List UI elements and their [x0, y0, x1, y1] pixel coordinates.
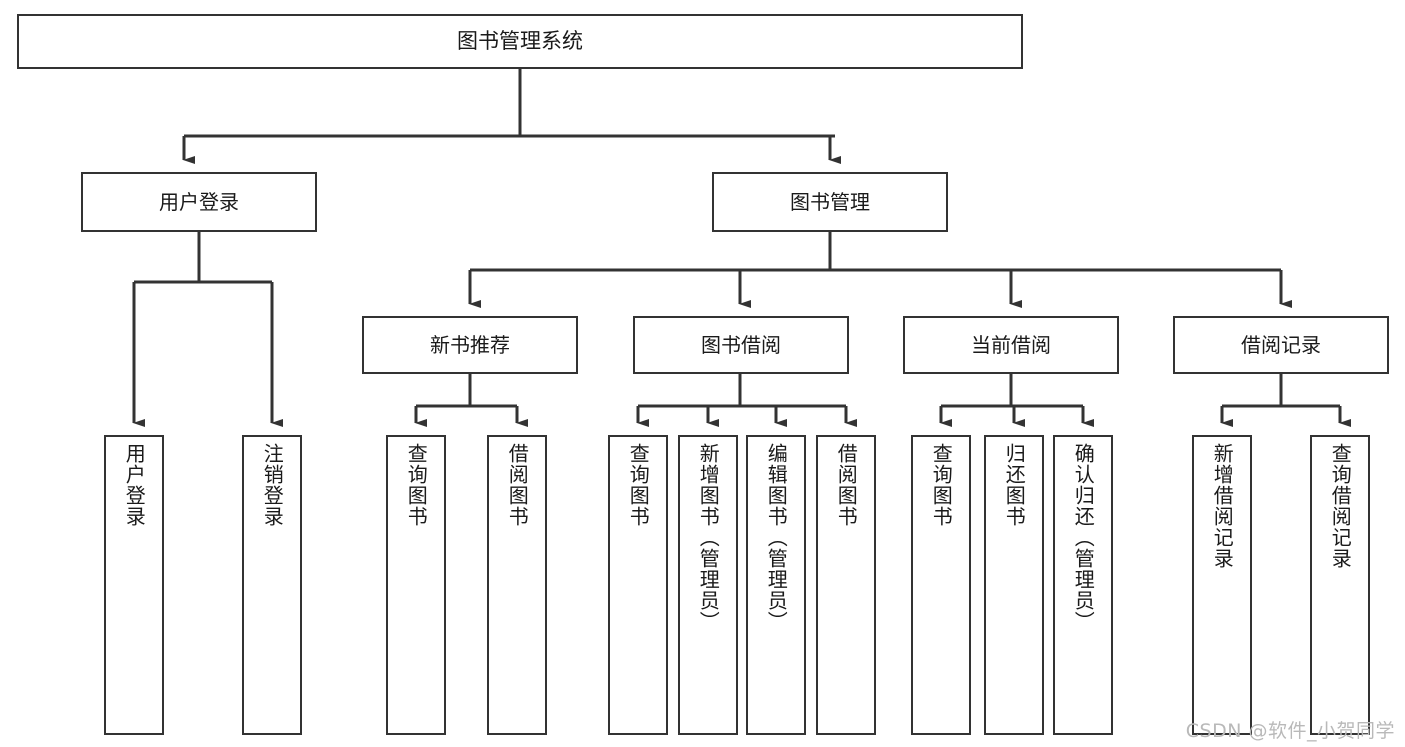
- node-book-borrow-label: 图书借阅: [701, 333, 781, 357]
- node-borrow-record-label: 借阅记录: [1241, 333, 1321, 357]
- node-book-borrow[interactable]: 图书借阅: [633, 316, 849, 374]
- node-leaf-add-record[interactable]: 新增借阅记录: [1192, 435, 1252, 735]
- node-book-manage-label: 图书管理: [790, 190, 870, 214]
- node-leaf-query-book-3[interactable]: 查询图书: [911, 435, 971, 735]
- node-leaf-borrow-book-2[interactable]: 借阅图书: [816, 435, 876, 735]
- node-root-label: 图书管理系统: [457, 28, 583, 53]
- node-leaf-query-record[interactable]: 查询借阅记录: [1310, 435, 1370, 735]
- node-leaf-edit-book[interactable]: 编辑图书（管理员）: [746, 435, 806, 735]
- node-leaf-logout-label: 注销登录: [260, 443, 285, 527]
- node-leaf-borrow-book-1[interactable]: 借阅图书: [487, 435, 547, 735]
- node-root[interactable]: 图书管理系统: [17, 14, 1023, 69]
- node-leaf-edit-book-label: 编辑图书（管理员）: [764, 443, 789, 632]
- node-leaf-return-book-label: 归还图书: [1002, 443, 1027, 527]
- node-leaf-query-record-label: 查询借阅记录: [1328, 443, 1353, 569]
- node-new-book-recommend-label: 新书推荐: [430, 333, 510, 357]
- node-leaf-confirm-return[interactable]: 确认归还（管理员）: [1053, 435, 1113, 735]
- node-leaf-query-book-3-label: 查询图书: [929, 443, 954, 527]
- node-leaf-add-book-label: 新增图书（管理员）: [696, 443, 721, 632]
- node-leaf-user-login[interactable]: 用户登录: [104, 435, 164, 735]
- node-leaf-user-login-label: 用户登录: [122, 443, 147, 527]
- node-leaf-query-book-2[interactable]: 查询图书: [608, 435, 668, 735]
- node-current-borrow[interactable]: 当前借阅: [903, 316, 1119, 374]
- node-current-borrow-label: 当前借阅: [971, 333, 1051, 357]
- node-leaf-query-book-1[interactable]: 查询图书: [386, 435, 446, 735]
- node-leaf-query-book-1-label: 查询图书: [404, 443, 429, 527]
- csdn-watermark: CSDN @软件_小贺同学: [1185, 720, 1395, 742]
- node-leaf-query-book-2-label: 查询图书: [626, 443, 651, 527]
- node-leaf-add-record-label: 新增借阅记录: [1210, 443, 1235, 569]
- node-leaf-add-book[interactable]: 新增图书（管理员）: [678, 435, 738, 735]
- node-user-login[interactable]: 用户登录: [81, 172, 317, 232]
- node-new-book-recommend[interactable]: 新书推荐: [362, 316, 578, 374]
- node-leaf-confirm-return-label: 确认归还（管理员）: [1071, 443, 1096, 632]
- node-leaf-borrow-book-2-label: 借阅图书: [834, 443, 859, 527]
- node-leaf-borrow-book-1-label: 借阅图书: [505, 443, 530, 527]
- node-leaf-logout[interactable]: 注销登录: [242, 435, 302, 735]
- node-user-login-label: 用户登录: [159, 190, 239, 214]
- node-book-manage[interactable]: 图书管理: [712, 172, 948, 232]
- node-borrow-record[interactable]: 借阅记录: [1173, 316, 1389, 374]
- node-leaf-return-book[interactable]: 归还图书: [984, 435, 1044, 735]
